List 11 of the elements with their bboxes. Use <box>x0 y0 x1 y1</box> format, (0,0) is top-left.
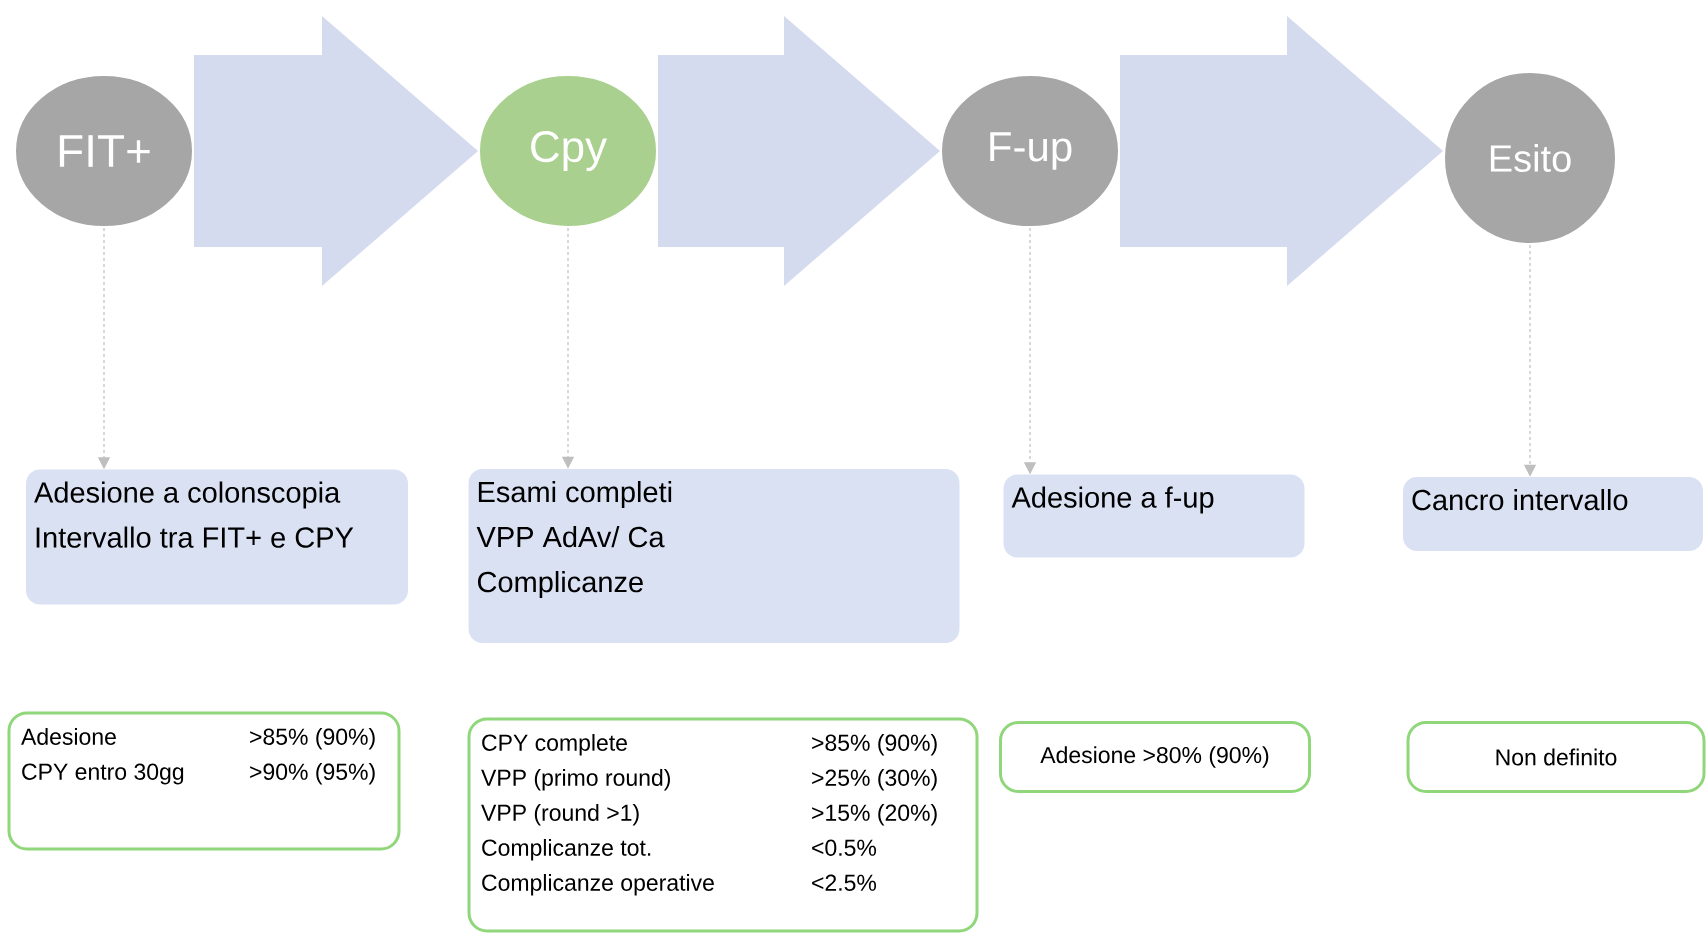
indicator-box: Adesione a f-up <box>1003 474 1305 558</box>
block-arrow <box>194 16 478 286</box>
block-arrow <box>1120 16 1443 286</box>
target-box: Adesione >80% (90%) <box>999 721 1311 793</box>
indicator-box: Esami completi VPP AdAv/ Ca Complicanze <box>468 469 960 643</box>
indicator-box: Adesione a colonscopia Intervallo tra FIT+ e CPY <box>26 469 408 605</box>
target-box: Adesione >85% (90%) CPY entro 30gg >90% (95%) <box>7 711 401 851</box>
target-box: Non definito <box>1406 721 1706 793</box>
indicator-box: Cancro intervallo <box>1403 477 1703 551</box>
block-arrow <box>658 16 940 286</box>
target-box: CPY complete >85% (90%) VPP (primo round) >25% (30%) VPP (round >1) >15% (20%) Complicanze tot. <0.5% Complicanze operative <2.5% <box>467 717 979 933</box>
